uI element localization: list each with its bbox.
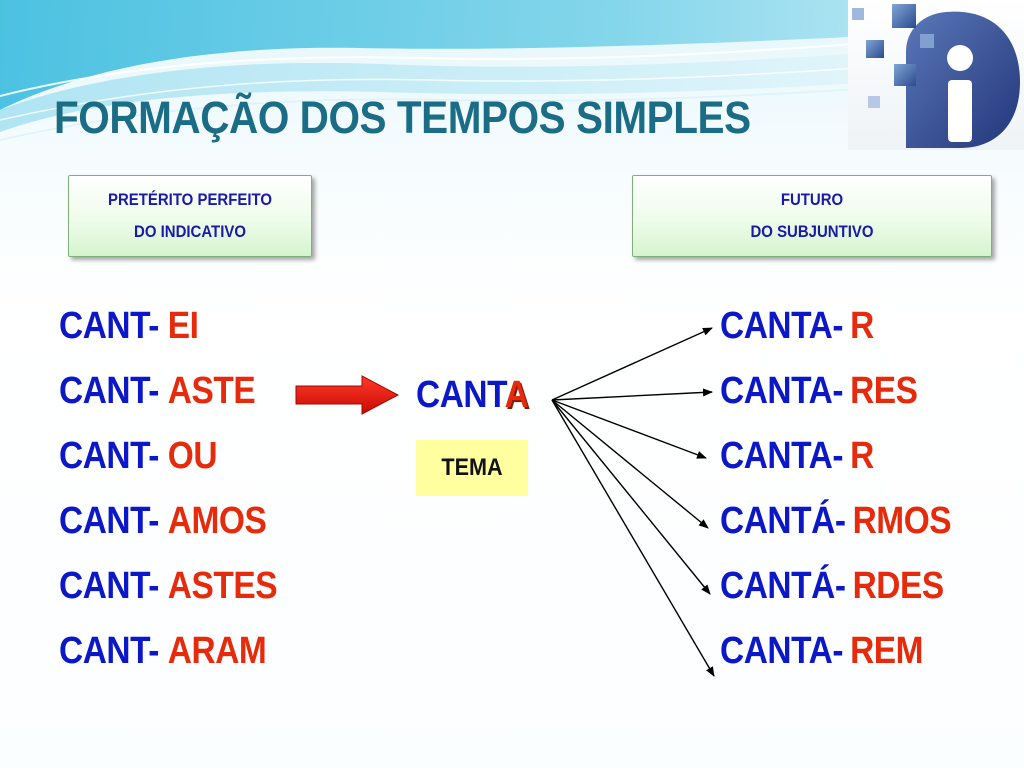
verb-ending: R (850, 435, 874, 477)
futuro-conjugation-list: CANTA-R CANTA-RES CANTA-R CANTÁ-RMOS CAN… (720, 300, 983, 690)
decorative-wave-header (0, 0, 1024, 141)
list-item: CANTA-REM (720, 625, 951, 690)
list-item: CANTA-R (720, 300, 951, 365)
theme-vowel: A (504, 374, 529, 416)
futuro-box-line2: DO SUBJUNTIVO (750, 222, 874, 241)
verb-ending: REM (850, 630, 924, 672)
verb-ending: R (850, 305, 874, 347)
theme-label-box: TEMA (416, 440, 528, 496)
verb-stem: CANTÁ- (720, 500, 846, 542)
list-item: CANTA-R (720, 430, 951, 495)
verb-stem: CANTA- (720, 435, 844, 477)
verb-ending: ARAM (167, 630, 267, 672)
verb-ending: RMOS (852, 500, 952, 542)
verb-stem: CANTA- (720, 370, 844, 412)
list-item: CANT-EI (59, 300, 277, 365)
verb-stem: CANTA- (720, 305, 844, 347)
futuro-box-line1: FUTURO (780, 190, 844, 209)
branch-arrow-icon (551, 327, 713, 401)
thick-red-arrow-icon (295, 375, 400, 415)
slide-title: FORMAÇÃO DOS TEMPOS SIMPLES (54, 92, 751, 143)
futuro-subjuntivo-box: FUTURO DO SUBJUNTIVO (632, 175, 992, 257)
verb-stem: CANTA- (720, 630, 844, 672)
theme-word: CANTA (416, 374, 529, 417)
verb-stem: CANT- (59, 305, 159, 347)
verb-ending: AMOS (167, 500, 267, 542)
verb-stem: CANT- (59, 630, 159, 672)
verb-ending: ASTE (167, 370, 256, 412)
list-item: CANT-ASTE (59, 365, 277, 430)
branch-arrow-icon (551, 399, 707, 459)
list-item: CANT-ASTES (59, 560, 278, 625)
verb-stem: CANTÁ- (720, 565, 846, 607)
verb-ending: RDES (852, 565, 945, 607)
preterito-box-line2: DO INDICATIVO (134, 222, 246, 241)
list-item: CANTÁ-RMOS (720, 495, 952, 560)
branch-arrow-icon (551, 399, 711, 595)
branch-arrow-icon (551, 399, 709, 529)
list-item: CANT-AMOS (59, 495, 277, 560)
theme-label: TEMA (441, 454, 503, 481)
list-item: CANT-ARAM (59, 625, 277, 690)
preterito-box-line1: PRETÉRITO PERFEITO (107, 190, 273, 209)
verb-stem: CANT- (59, 370, 159, 412)
verb-ending: EI (167, 305, 199, 347)
preterito-conjugation-list: CANT-EI CANT-ASTE CANT-OU CANT-AMOS CANT… (59, 300, 307, 690)
branch-arrow-icon (551, 399, 715, 677)
verb-ending: ASTES (167, 565, 278, 607)
verb-ending: RES (850, 370, 918, 412)
institution-logo (848, 0, 1024, 150)
list-item: CANTÁ-RDES (720, 560, 951, 625)
list-item: CANTA-RES (720, 365, 951, 430)
theme-word-stem: CANT (416, 374, 505, 416)
branch-arrow-icon (551, 388, 713, 401)
preterito-perfeito-box: PRETÉRITO PERFEITO DO INDICATIVO (68, 175, 312, 257)
verb-ending: OU (167, 435, 218, 477)
verb-stem: CANT- (59, 565, 159, 607)
list-item: CANT-OU (59, 430, 277, 495)
verb-stem: CANT- (59, 435, 159, 477)
verb-stem: CANT- (59, 500, 159, 542)
